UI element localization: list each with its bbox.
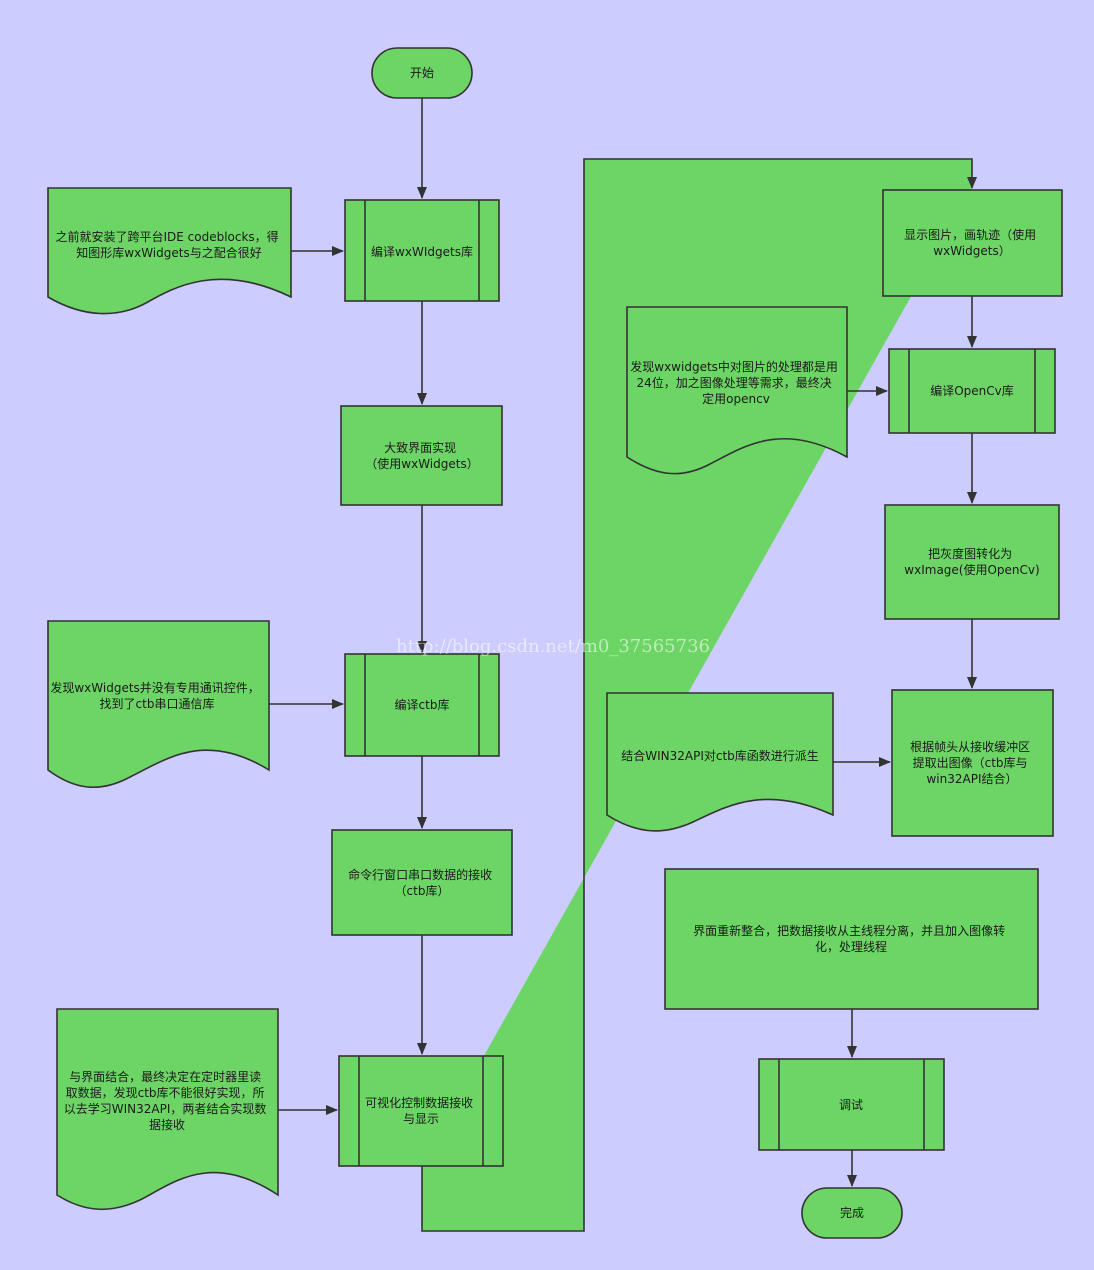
debug-subprocess: 调试 — [758, 1058, 945, 1151]
n4-line-2: （ctb库） — [395, 883, 450, 898]
n9-line-2: 提取出图像（ctb库与 — [913, 755, 1028, 770]
svg-text:与界面结合，最终决定在定时器里读 取数据，发现c: 与界面结合，最终决定在定时器里读 取数据，发现ctb库不能很好实现，所 以去学习… — [64, 1069, 270, 1132]
n2-line-2: （使用wxWidgets） — [365, 456, 478, 471]
d3-line-2: 取数据，发现ctb库不能很好实现，所 — [66, 1085, 265, 1100]
svg-text:根据帧头从接收缓冲区 提取出图像（ctb库与: 根据帧头从接收缓冲区 提取出图像（ctb库与 win32API结合） — [910, 739, 1034, 786]
d1-line-2: 知图形库wxWidgets与之配合很好 — [76, 245, 261, 260]
svg-text:编译ctb库: 编译ctb库 — [395, 697, 450, 712]
serial-receive-process: 命令行窗口串口数据的接收 （ctb库） — [331, 829, 513, 936]
n11-line-1: 调试 — [839, 1097, 863, 1112]
note-document-1: 之前就安装了跨平台IDE codeblocks，得 知图形库wxWidgets与… — [47, 187, 292, 315]
end-terminator: 完成 — [801, 1187, 903, 1239]
n8-line-1: 把灰度图转化为 — [928, 546, 1012, 561]
ui-rework-process: 界面重新整合，把数据接收从主线程分离，并且加入图像转 化，处理线程 — [664, 868, 1039, 1010]
svg-text:大致界面实现 （使用wxWidgets）: 大致界面实现 （使用wxWidgets） — [365, 440, 478, 471]
svg-text:命令行窗口串口数据的接收 （ctb库）: 命令行窗口串口数据的接收 （ctb库） — [348, 867, 496, 898]
n2-line-1: 大致界面实现 — [384, 440, 456, 455]
n9-line-3: win32API结合） — [926, 771, 1017, 786]
visual-receive-subprocess: 可视化控制数据接收 与显示 — [338, 1055, 504, 1167]
gray-to-wximage-process: 把灰度图转化为 wxImage(使用OpenCv) — [884, 504, 1060, 620]
start-terminator: 开始 — [371, 47, 473, 99]
svg-text:可视化控制数据接收 与显示: 可视化控制数据接收 与显示 — [365, 1095, 477, 1126]
d2-line-2: 找到了ctb串口通信库 — [100, 696, 215, 711]
d3-line-3: 以去学习WIN32API，两者结合实现数 — [64, 1101, 267, 1116]
n9-line-1: 根据帧头从接收缓冲区 — [910, 739, 1030, 754]
basic-ui-process: 大致界面实现 （使用wxWidgets） — [340, 405, 503, 506]
n10-line-2: 化，处理线程 — [815, 939, 887, 954]
d5-line-1: 结合WIN32API对ctb库函数进行派生 — [621, 748, 819, 763]
d3-line-1: 与界面结合，最终决定在定时器里读 — [69, 1069, 261, 1084]
note-document-5: 结合WIN32API对ctb库函数进行派生 — [606, 692, 834, 832]
d4-line-1: 发现wxwidgets中对图片的处理都是用 — [630, 359, 838, 374]
svg-text:发现wxwidgets中对图片的处理都是用 24: 发现wxwidgets中对图片的处理都是用 24位，加之图像处理等需求，最终决 … — [630, 359, 841, 406]
n5-line-1: 可视化控制数据接收 — [365, 1095, 473, 1110]
n6-line-2: wxWidgets） — [933, 244, 1010, 258]
n3-line-1: 编译ctb库 — [395, 697, 450, 712]
svg-text:调试: 调试 — [839, 1097, 863, 1112]
n7-line-1: 编译OpenCv库 — [930, 383, 1014, 398]
n6-line-1: 显示图片，画轨迹（使用 — [904, 227, 1036, 242]
svg-text:把灰度图转化为 wxImage(使用OpenCv: 把灰度图转化为 wxImage(使用OpenCv) — [904, 546, 1039, 577]
d4-line-2: 24位，加之图像处理等需求，最终决 — [636, 375, 831, 390]
compile-ctb-subprocess: 编译ctb库 — [344, 653, 500, 757]
n1-line-1: 编译wxWIdgets库 — [371, 244, 473, 259]
compile-wxwidgets-subprocess: 编译wxWIdgets库 — [344, 199, 500, 302]
svg-text:编译OpenCv库: 编译OpenCv库 — [930, 383, 1014, 398]
n10-line-1: 界面重新整合，把数据接收从主线程分离，并且加入图像转 — [693, 923, 1005, 938]
svg-text:结合WIN32API对ctb库函数进行派生: 结合WIN32API对ctb库函数进行派生 — [621, 748, 819, 763]
d2-line-1: 发现wxWidgets并没有专用通讯控件， — [50, 680, 259, 695]
extract-image-process: 根据帧头从接收缓冲区 提取出图像（ctb库与 win32API结合） — [891, 689, 1054, 837]
n4-line-1: 命令行窗口串口数据的接收 — [348, 867, 492, 882]
svg-text:之前就安装了跨平台IDE codeblocks，得: 之前就安装了跨平台IDE codeblocks，得 知图形库wxWidgets与… — [55, 229, 282, 260]
end-label: 完成 — [840, 1205, 864, 1220]
note-document-2: 发现wxWidgets并没有专用通讯控件， 找到了ctb串口通信库 — [47, 620, 270, 789]
note-document-3: 与界面结合，最终决定在定时器里读 取数据，发现ctb库不能很好实现，所 以去学习… — [56, 1008, 279, 1210]
start-label: 开始 — [410, 66, 434, 80]
svg-text:编译wxWIdgets库: 编译wxWIdgets库 — [371, 244, 473, 259]
d3-line-4: 据接收 — [149, 1117, 185, 1132]
svg-text:完成: 完成 — [840, 1205, 864, 1220]
d1-line-1: 之前就安装了跨平台IDE codeblocks，得 — [55, 229, 278, 244]
n8-line-2: wxImage(使用OpenCv) — [904, 562, 1039, 577]
watermark-text: http://blog.csdn.net/m0_37565736 — [396, 636, 710, 657]
svg-text:发现wxWidgets并没有专用通讯控件， 找到: 发现wxWidgets并没有专用通讯控件， 找到了ctb串口通信库 — [50, 680, 263, 711]
d4-line-3: 定用opencv — [702, 391, 770, 406]
svg-text:显示图片，画轨迹（使用 wxWidgets）: 显示图片，画轨迹（使用 wxWidgets） — [904, 227, 1040, 258]
note-document-4: 发现wxwidgets中对图片的处理都是用 24位，加之图像处理等需求，最终决 … — [626, 306, 848, 475]
compile-opencv-subprocess: 编译OpenCv库 — [888, 348, 1056, 434]
svg-text:界面重新整合，把数据接收从主线程分离，并且加入图像转: 界面重新整合，把数据接收从主线程分离，并且加入图像转 化，处理线程 — [693, 923, 1009, 954]
show-image-process: 显示图片，画轨迹（使用 wxWidgets） — [882, 189, 1063, 297]
svg-text:开始: 开始 — [410, 66, 434, 80]
n5-line-2: 与显示 — [403, 1112, 439, 1126]
